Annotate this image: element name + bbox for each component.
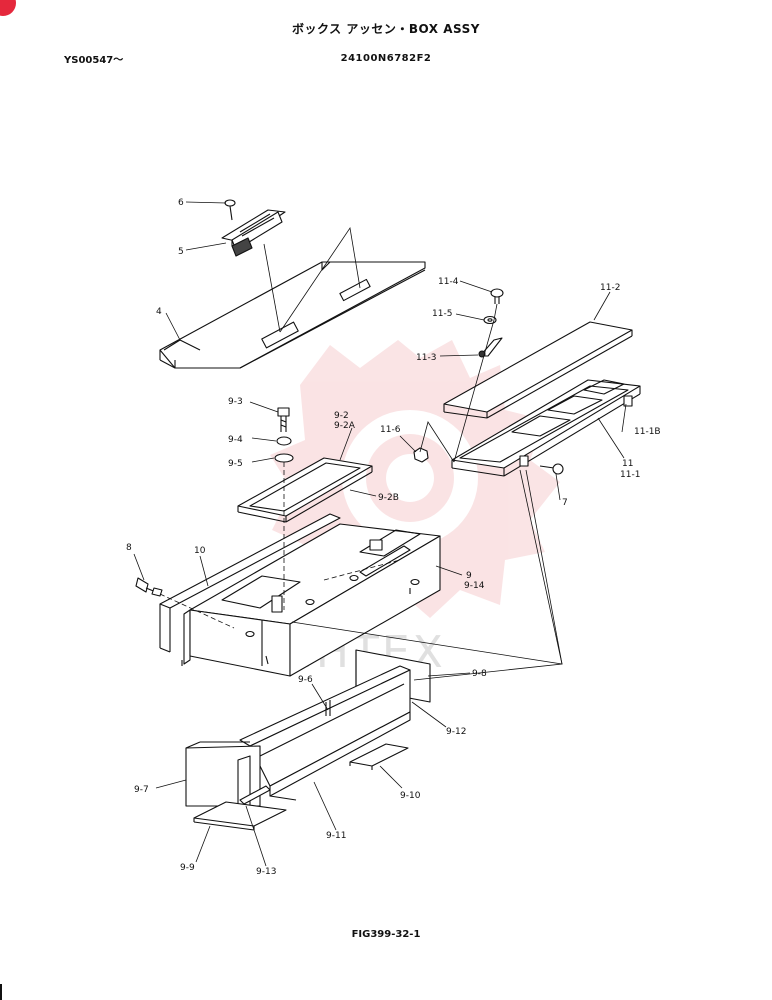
assembly-guide-lines (159, 462, 401, 629)
part-8-fitting-icon (135, 577, 163, 597)
callout-9[interactable]: 9 (466, 571, 472, 581)
assembly-lines (291, 469, 563, 681)
callout-9-14[interactable]: 9-14 (464, 581, 485, 591)
callout-9-2[interactable]: 9-2 (334, 411, 349, 421)
callout-11-1b[interactable]: 11-1B (634, 427, 661, 437)
callout-11-5[interactable]: 11-5 (432, 309, 452, 319)
part-11-4-bolt-icon (490, 288, 504, 304)
part-9-11-bottom-plate (269, 711, 411, 801)
callout-8[interactable]: 8 (126, 543, 132, 553)
part-11-6-nut-icon (413, 447, 429, 463)
callout-5[interactable]: 5 (178, 247, 184, 257)
part-11-frame (451, 379, 641, 477)
callout-11-1[interactable]: 11-1 (620, 470, 640, 480)
part-9-main-box (181, 523, 441, 677)
callout-9-5[interactable]: 9-5 (228, 459, 243, 469)
part-10-side-bracket (159, 513, 341, 665)
part-11-3-hinge-icon (478, 337, 503, 358)
part-9-4-washer-icon (276, 436, 292, 446)
part-4-top-cover (159, 261, 426, 369)
part-9-13-spacer (239, 785, 271, 805)
callout-9-3[interactable]: 9-3 (228, 397, 243, 407)
callout-9-13[interactable]: 9-13 (256, 867, 276, 877)
callout-9-4[interactable]: 9-4 (228, 435, 243, 445)
page-title: ボックス アッセン・BOX ASSY (292, 22, 480, 36)
callout-4[interactable]: 4 (156, 307, 162, 317)
part-5-grille (221, 209, 286, 257)
callout-11-6[interactable]: 11-6 (380, 425, 401, 435)
assembly-part-number: 24100N6782F2 (340, 53, 432, 64)
callout-9-2b[interactable]: 9-2B (378, 493, 399, 503)
part-9-3-bolt-icon (277, 407, 290, 432)
callout-9-10[interactable]: 9-10 (400, 791, 421, 801)
part-7-pin-icon (539, 463, 564, 475)
part-9-10-pad (349, 743, 409, 770)
leader-lines (133, 201, 627, 867)
callout-11-2[interactable]: 11-2 (600, 283, 620, 293)
figure-number: FIG399-32-1 (351, 929, 421, 940)
callout-11-3[interactable]: 11-3 (416, 353, 436, 363)
callout-9-7[interactable]: 9-7 (134, 785, 149, 795)
callout-11-4[interactable]: 11-4 (438, 277, 459, 287)
part-9-5-washer-icon (274, 453, 294, 463)
part-11-5-washer-icon (483, 315, 497, 325)
callout-6[interactable]: 6 (178, 198, 184, 208)
callout-9-12[interactable]: 9-12 (446, 727, 466, 737)
part-9-2-gasket-plate (237, 457, 373, 523)
part-9-12-channel (239, 665, 411, 787)
callout-9-8[interactable]: 9-8 (472, 669, 487, 679)
part-callouts: 6 5 4 11-4 11-2 11-5 11-3 11-6 11-1B 11 … (126, 198, 661, 877)
part-9-9-pad (193, 801, 287, 831)
callout-10[interactable]: 10 (194, 546, 206, 556)
part-11-2-lid (443, 321, 633, 419)
callout-9-11[interactable]: 9-11 (326, 831, 346, 841)
callout-9-9[interactable]: 9-9 (180, 863, 195, 873)
callout-9-6[interactable]: 9-6 (298, 675, 313, 685)
callout-11[interactable]: 11 (622, 459, 633, 469)
serial-range: YS00547〜 (64, 55, 124, 66)
callout-9-2a[interactable]: 9-2A (334, 421, 356, 431)
corner-badge-icon[interactable] (0, 0, 16, 16)
callout-7[interactable]: 7 (562, 498, 568, 508)
part-6-screw-icon (224, 199, 236, 221)
corner-mark (0, 984, 2, 1000)
